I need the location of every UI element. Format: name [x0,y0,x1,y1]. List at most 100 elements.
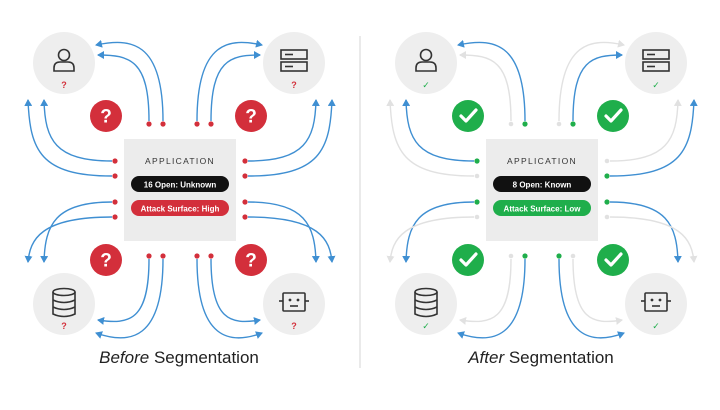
connection-arrow-open [609,201,682,263]
node-status-mark: ? [61,80,67,90]
node-status-mark: ✓ [652,80,660,90]
status-badge [597,100,629,132]
connection-arrow-open [572,51,623,122]
application-title: APPLICATION [507,156,577,166]
status-badge [452,244,484,276]
application-card: APPLICATION 8 Open: Known Attack Surface… [486,139,598,241]
connection-arrow-open [40,99,113,162]
user-icon [53,48,75,72]
node-server: ✓ [625,32,687,94]
database-icon [414,287,438,318]
caption-after: After Segmentation [467,348,614,367]
panel-after: ✓ ✓ ✓ [386,32,698,367]
connection-arrow-open [247,216,336,263]
check-icon [604,108,623,123]
node-robot: ✓ [625,273,687,335]
connection-arrow-blocked [558,39,625,122]
connection-arrow-open [457,39,526,122]
attack-surface-label: Attack Surface: High [141,205,220,214]
port-markers [112,121,248,259]
port-dot-closed [508,121,514,127]
connection-arrow-open [402,99,475,162]
panel-before: ? ? ? [24,32,336,367]
port-dot-open [242,214,248,220]
node-status-mark: ✓ [422,80,430,90]
node-status-mark: ? [291,80,297,90]
connection-arrow-open [247,201,320,263]
connection-arrow-blocked [609,99,682,162]
status-badge: ? [235,244,267,276]
connection-arrow-open [457,258,526,339]
connection-arrow-open [402,201,475,263]
port-dot-open [522,253,528,259]
open-ports-pill [493,176,591,192]
connection-arrow-open [97,51,150,122]
node-status-mark: ✓ [652,321,660,331]
node-database: ? [33,273,95,335]
connection-arrow-blocked [609,216,698,263]
port-dot-open [194,121,200,127]
port-dot-open [570,121,576,127]
connection-arrow-open [24,99,113,177]
connection-arrow-blocked [459,51,512,122]
connection-arrows [24,39,336,339]
status-badge: ? [90,100,122,132]
node-user: ✓ [395,32,457,94]
connection-arrow-blocked [572,258,623,325]
connection-arrow-open [210,258,261,325]
application-title: APPLICATION [145,156,215,166]
robot-icon [279,292,309,312]
port-dot-closed [604,158,610,164]
node-status-mark: ✓ [422,321,430,331]
port-dot-open [112,214,118,220]
connection-arrow-open [196,39,263,122]
node-robot: ? [263,273,325,335]
port-dot-closed [474,173,480,179]
attack-surface-label: Attack Surface: Low [504,205,582,214]
port-dot-open [522,121,528,127]
connection-arrow-open [40,201,113,263]
database-icon [52,287,76,318]
port-dot-open [242,199,248,205]
port-dot-open [474,158,480,164]
port-dot-open [146,253,152,259]
question-icon: ? [245,251,257,272]
open-ports-label: 8 Open: Known [513,181,572,190]
question-icon: ? [100,251,112,272]
connection-arrow-open [97,258,150,325]
port-dot-open [208,121,214,127]
port-dot-open [160,253,166,259]
port-dot-closed [508,253,514,259]
connection-arrow-blocked [386,216,475,263]
node-status-mark: ? [291,321,297,331]
connection-arrow-open [196,258,263,339]
port-dot-open [160,121,166,127]
connection-arrow-open [609,99,698,177]
node-status-mark: ? [61,321,67,331]
status-badge [452,100,484,132]
port-dot-open [112,173,118,179]
open-ports-pill [131,176,229,192]
robot-icon [641,292,671,312]
port-dot-open [556,253,562,259]
port-dot-open [112,158,118,164]
connection-arrow-open [95,39,164,122]
check-icon [459,252,478,267]
open-ports-label: 16 Open: Unknown [144,181,217,190]
status-badge: ? [235,100,267,132]
connection-arrow-open [95,258,164,339]
connection-arrows [386,39,698,339]
status-badge: ? [90,244,122,276]
question-icon: ? [245,107,257,128]
port-markers [474,121,610,259]
port-dot-open [146,121,152,127]
node-user: ? [33,32,95,94]
check-icon [459,108,478,123]
connection-arrow-open [247,99,320,162]
user-icon [415,48,437,72]
connection-arrow-blocked [386,99,475,177]
question-icon: ? [100,107,112,128]
connection-arrow-open [247,99,336,177]
port-dot-closed [474,214,480,220]
